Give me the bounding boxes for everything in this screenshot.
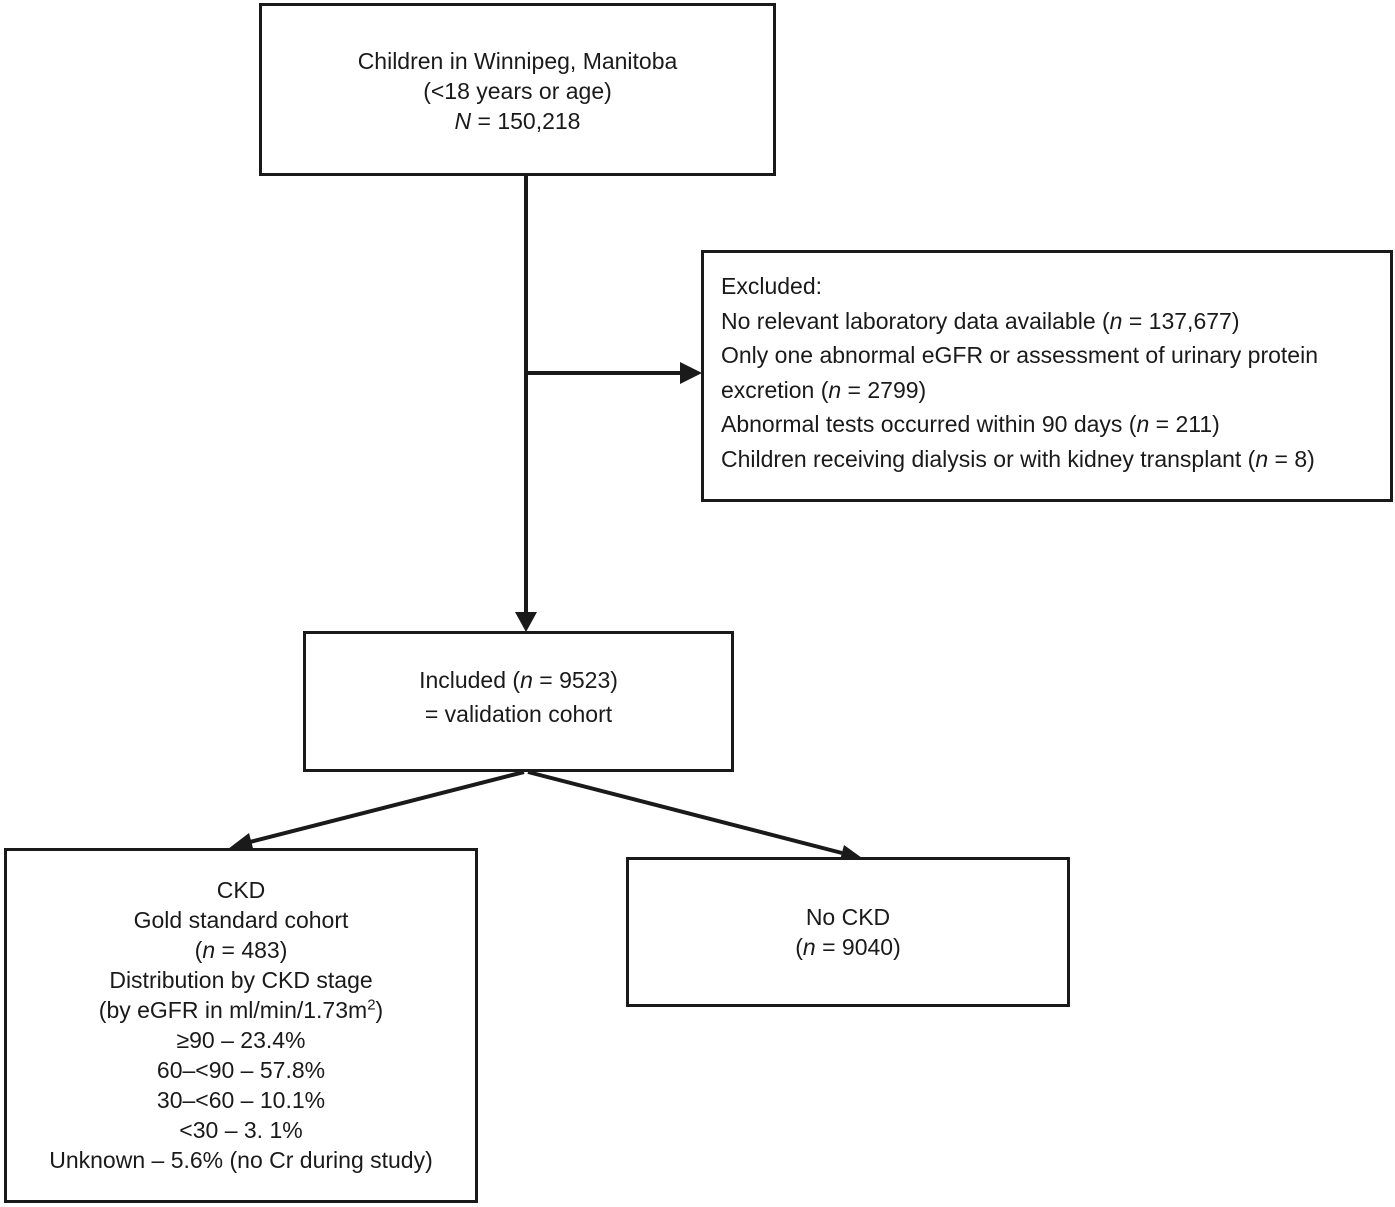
no-ckd-count: (n = 9040)	[795, 934, 901, 960]
population-title: Children in Winnipeg, Manitoba	[357, 48, 678, 74]
ckd-egfr-units: (by eGFR in ml/min/1.73m2)	[98, 996, 384, 1023]
ckd-distribution-heading: Distribution by CKD stage	[109, 967, 373, 993]
excluded-item: No relevant laboratory data available (n…	[721, 307, 1240, 334]
ckd-stage-item: <30 – 3. 1%	[179, 1117, 303, 1143]
excluded-item: Only one abnormal eGFR or assessment of …	[721, 342, 1318, 368]
population-age-criteria: (<18 years or age)	[423, 78, 612, 104]
included-box: Included (n = 9523) = validation cohort	[303, 631, 734, 772]
ckd-stage-item: 30–<60 – 10.1%	[156, 1087, 326, 1113]
arrowhead-to-included	[515, 612, 537, 632]
excluded-box: Excluded: No relevant laboratory data av…	[701, 250, 1393, 502]
population-count-value: = 150,218	[471, 108, 581, 134]
population-count-symbol: N	[454, 108, 472, 134]
arrow-to-no-ckd	[527, 770, 843, 855]
included-description: = validation cohort	[424, 701, 613, 727]
ckd-cohort-label: Gold standard cohort	[133, 907, 349, 933]
arrowhead-to-excluded	[680, 362, 702, 384]
ckd-stage-item: ≥90 – 23.4%	[176, 1027, 306, 1053]
excluded-item: Children receiving dialysis or with kidn…	[721, 445, 1315, 472]
no-ckd-box: No CKD (n = 9040)	[626, 857, 1070, 1007]
arrow-to-ckd	[249, 770, 525, 844]
ckd-title: CKD	[216, 877, 266, 903]
population-count: N = 150,218	[262, 106, 773, 136]
ckd-stage-item: 60–<90 – 57.8%	[156, 1057, 326, 1083]
arrowhead-to-ckd	[228, 833, 254, 852]
included-count: Included (n = 9523)	[419, 667, 618, 693]
no-ckd-title: No CKD	[805, 904, 891, 930]
excluded-item: excretion (n = 2799)	[721, 376, 927, 403]
ckd-box: CKD Gold standard cohort (n = 483) Distr…	[4, 848, 478, 1203]
ckd-count: (n = 483)	[194, 937, 288, 963]
children-population-box: Children in Winnipeg, Manitoba (<18 year…	[259, 3, 776, 176]
excluded-title: Excluded:	[721, 273, 823, 299]
excluded-item: Abnormal tests occurred within 90 days (…	[721, 411, 1220, 437]
ckd-stage-item: Unknown – 5.6% (no Cr during study)	[49, 1147, 433, 1173]
